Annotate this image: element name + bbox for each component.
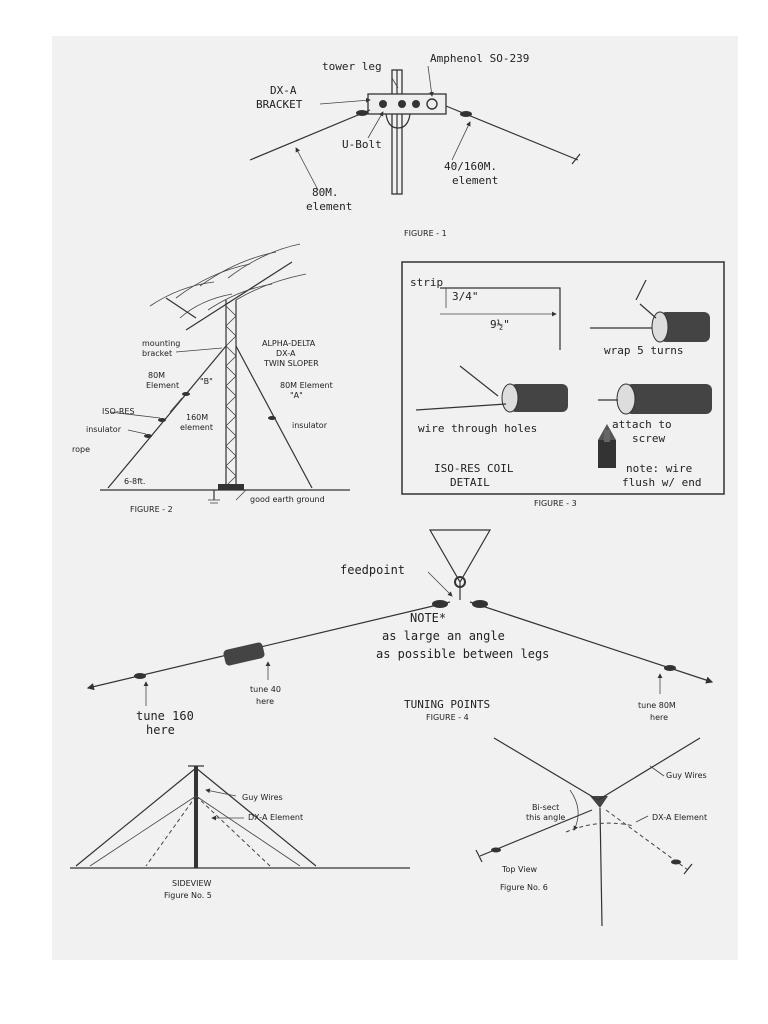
- insulator-left-label: insulator: [86, 425, 122, 434]
- scanned-page: [52, 36, 738, 960]
- el160-label-1: 160M: [186, 413, 208, 422]
- insulator-right-label: insulator: [292, 421, 328, 430]
- tune40-label-2: here: [256, 697, 274, 706]
- figure-1: tower leg Amphenol SO-239 DX-A BRACKET U…: [249, 52, 581, 238]
- figure-3-box: [401, 261, 725, 495]
- figure-6-caption: Figure No. 6: [500, 883, 548, 892]
- el-80-label-1: 80M.: [312, 186, 339, 199]
- tune80-label-1: tune 80M: [638, 701, 676, 710]
- el80-left-label-1: 80M: [148, 371, 165, 380]
- strip-label: strip: [410, 276, 443, 289]
- guy-wires-label: Guy Wires: [242, 793, 283, 802]
- mounting-label-2: bracket: [142, 349, 172, 358]
- figure-5-caption: Figure No. 5: [164, 891, 212, 900]
- tuning-points-label: TUNING POINTS: [404, 698, 490, 711]
- figure-5: Guy Wires DX-A Element SIDEVIEW Figure N…: [70, 765, 410, 900]
- tower-leg-label: tower leg: [322, 60, 382, 73]
- note-label-2: flush w/ end: [622, 476, 701, 489]
- bisect-label-1: Bi-sect: [532, 803, 559, 812]
- height-label: 6-8ft.: [124, 477, 145, 486]
- attach-label-1: attach to: [612, 418, 672, 431]
- note-label-3: as possible between legs: [376, 647, 549, 661]
- figure-6: Guy Wires Bi-sect this angle DX-A Elemen…: [475, 737, 707, 927]
- bracket-label-1: DX-A: [270, 84, 297, 97]
- coil-label-2: DETAIL: [450, 476, 490, 489]
- el80-right-label-2: "A": [290, 391, 303, 400]
- alpha-label-1: ALPHA-DELTA: [262, 339, 316, 348]
- alpha-label-2: DX-A: [276, 349, 296, 358]
- figure-3: strip 3/4" 9½" wrap 5 turns wire through…: [401, 261, 725, 508]
- figure-3-caption: FIGURE - 3: [534, 499, 577, 508]
- note-label-1: NOTE*: [410, 611, 446, 625]
- figure-2: mounting bracket ALPHA-DELTA DX-A TWIN S…: [72, 243, 350, 514]
- sideview-label: SIDEVIEW: [172, 879, 212, 888]
- dxa-element-label: DX-A Element: [248, 813, 303, 822]
- figure-2-caption: FIGURE - 2: [130, 505, 173, 514]
- wire-through-label: wire through holes: [418, 422, 537, 435]
- figure-4-caption: FIGURE - 4: [426, 713, 469, 722]
- coil-label-1: ISO-RES COIL: [434, 462, 514, 475]
- note-label-1: note: wire: [626, 462, 692, 475]
- tune80-label-2: here: [650, 713, 668, 722]
- sloper-left: [107, 345, 227, 489]
- element-80m: [249, 109, 371, 161]
- alpha-label-3: TWIN SLOPER: [263, 359, 319, 368]
- bisect-label-2: this angle: [526, 813, 565, 822]
- figure-4: feedpoint NOTE* as large an angle as pos…: [86, 529, 714, 737]
- el-80-label-2: element: [306, 200, 352, 213]
- el-40-160-label-2: element: [452, 174, 498, 187]
- b-label: "B": [200, 377, 213, 386]
- leg-left: [86, 601, 451, 691]
- bracket-label-2: BRACKET: [256, 98, 303, 111]
- dim1-label: 3/4": [452, 290, 479, 303]
- tune40-label-1: tune 40: [250, 685, 281, 694]
- el-40-160-label-1: 40/160M.: [444, 160, 497, 173]
- el160-label-2: element: [180, 423, 213, 432]
- el80-right-label-1: 80M Element: [280, 381, 333, 390]
- rope-label: rope: [72, 445, 90, 454]
- ground-label: good earth ground: [250, 495, 325, 504]
- amphenol-label: Amphenol SO-239: [430, 52, 529, 65]
- dxa-element-6-label: DX-A Element: [652, 813, 707, 822]
- tune160-label-1: tune 160: [136, 709, 194, 723]
- mounting-label-1: mounting: [142, 339, 180, 348]
- el80-left-label-2: Element: [146, 381, 179, 390]
- dxa-bracket: [367, 93, 447, 115]
- figure-1-caption: FIGURE - 1: [404, 229, 447, 238]
- leg-right: [469, 601, 714, 684]
- isores-label: ISO-RES: [102, 407, 135, 416]
- attach-label-2: screw: [632, 432, 665, 445]
- ubolt-label: U-Bolt: [342, 138, 382, 151]
- wrap-label: wrap 5 turns: [604, 344, 683, 357]
- topview-label: Top View: [501, 865, 537, 874]
- guy-wires-6-label: Guy Wires: [666, 771, 707, 780]
- tune160-label-2: here: [146, 723, 175, 737]
- dim2-label: 9½": [490, 318, 510, 331]
- note-label-2: as large an angle: [382, 629, 505, 643]
- feedpoint-label: feedpoint: [340, 563, 405, 577]
